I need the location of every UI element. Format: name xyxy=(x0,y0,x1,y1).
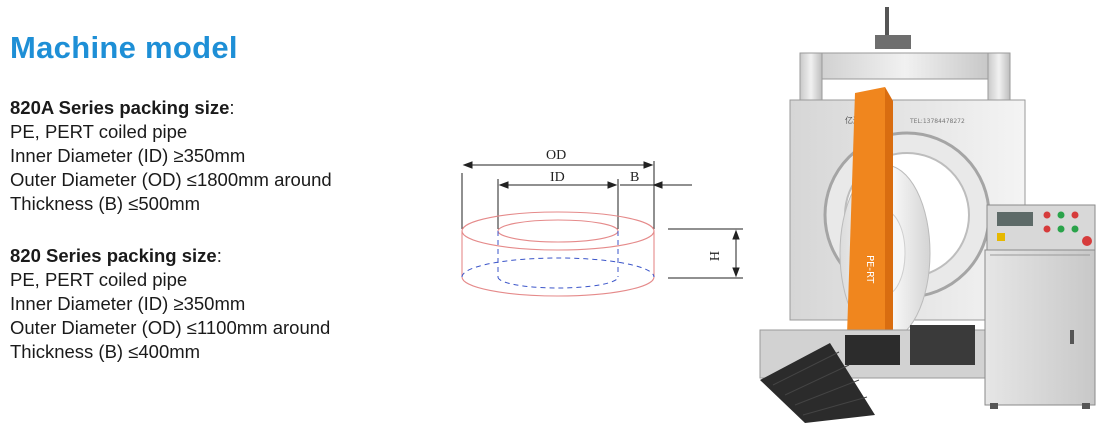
spec-820-heading: 820 Series packing size: xyxy=(10,245,222,266)
id-label: ID xyxy=(550,170,565,185)
spec-820-line-1: PE, PERT coiled pipe xyxy=(10,269,188,290)
spec-820a-line-3: Outer Diameter (OD) ≤1800mm around xyxy=(10,169,332,190)
spec-820-line-4: Thickness (B) ≤400mm xyxy=(10,341,201,362)
h-label: H xyxy=(706,251,721,261)
spec-820a: 820A Series packing size: PE, PERT coile… xyxy=(10,96,332,216)
spec-820-line-3: Outer Diameter (OD) ≤1100mm around xyxy=(10,317,331,338)
coil-dimension-diagram: OD ID B H xyxy=(461,148,743,297)
spec-820a-line-4: Thickness (B) ≤500mm xyxy=(10,193,201,214)
page-title: Machine model xyxy=(10,30,238,65)
spec-820a-heading: 820A Series packing size: xyxy=(10,97,235,118)
spec-820a-line-2: Inner Diameter (ID) ≥350mm xyxy=(10,145,246,166)
tel-text: TEL:13784478272 xyxy=(909,118,965,125)
od-label: OD xyxy=(546,148,566,163)
b-label: B xyxy=(630,170,639,185)
film-text: PE-RT xyxy=(864,255,875,284)
spec-820a-line-1: PE, PERT coiled pipe xyxy=(10,121,188,142)
packing-machine-image: 亿达科技 TEL:13784478272 PE-RT xyxy=(759,7,1096,423)
spec-820-line-2: Inner Diameter (ID) ≥350mm xyxy=(10,293,246,314)
spec-820: 820 Series packing size: PE, PERT coiled… xyxy=(10,244,330,364)
